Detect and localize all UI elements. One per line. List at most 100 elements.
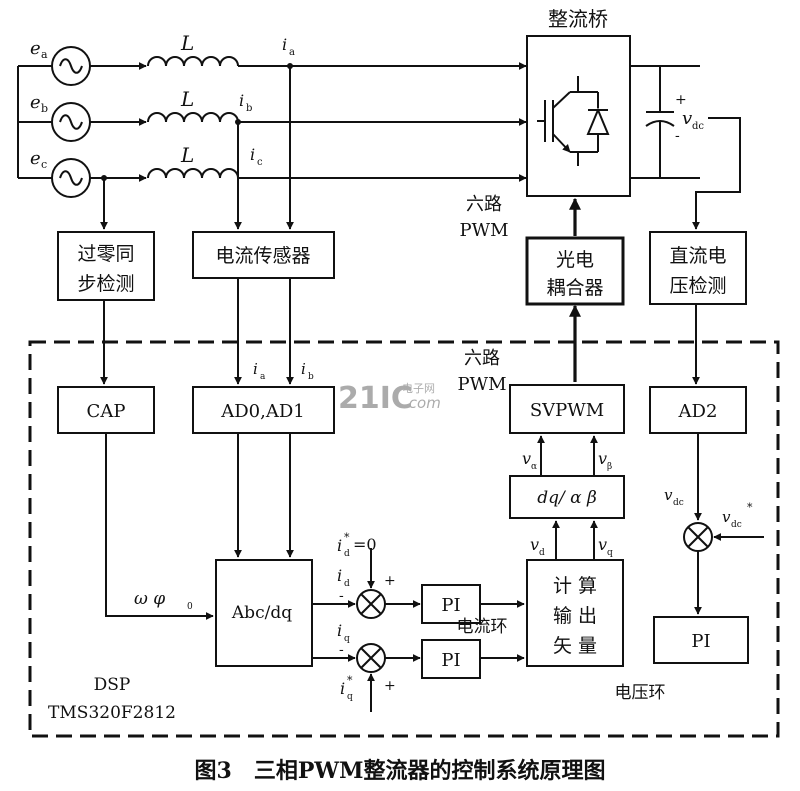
inductor-b-label: L	[180, 87, 194, 111]
adc01-block	[192, 386, 335, 434]
inductor-b	[147, 112, 239, 123]
dc-capacitor-icon	[645, 66, 675, 178]
dsp-ia-label: i	[253, 360, 258, 378]
figure-caption: 图3 三相PWM整流器的控制系统原理图	[195, 758, 606, 784]
svg-text:耦合器: 耦合器	[546, 277, 603, 299]
svg-text:21IC: 21IC	[338, 381, 413, 416]
pi-q-block	[421, 639, 481, 679]
rectifier-bridge	[526, 35, 631, 197]
ea-label: e	[30, 38, 41, 59]
inductor-c-label: L	[180, 143, 194, 167]
current-loop-label: 电流环	[457, 617, 508, 637]
watermark-logo: 21IC 电子网 .com	[338, 381, 441, 416]
source-ec: e c	[18, 148, 91, 198]
svg-text:c: c	[41, 158, 47, 171]
vq-label: v	[598, 535, 607, 554]
inductor-c	[147, 168, 239, 179]
ad2-block	[649, 386, 747, 434]
sum-junction-v	[683, 522, 713, 552]
svg-text:PWM: PWM	[457, 374, 506, 395]
cap-block	[57, 386, 155, 434]
dq-to-alphabeta-block	[509, 475, 625, 519]
ec-label: e	[30, 148, 41, 169]
svg-text:步检测: 步检测	[77, 273, 134, 295]
svg-text:SVPWM: SVPWM	[530, 400, 604, 421]
svg-text:a: a	[41, 48, 48, 61]
iq-fb-label: i	[337, 621, 342, 640]
svg-text:+: +	[384, 573, 396, 589]
svg-text:电子网: 电子网	[402, 382, 435, 395]
igbt-icon	[537, 76, 610, 166]
abc-to-dq-block	[215, 559, 313, 667]
pi-d-block	[421, 584, 481, 624]
svg-text:d: d	[539, 548, 545, 558]
svg-text:dc: dc	[692, 121, 704, 132]
svg-text:q: q	[607, 548, 613, 558]
optocoupler-block	[525, 236, 625, 306]
dsp-label: DSP	[94, 675, 131, 695]
pi-v-block	[653, 616, 749, 664]
svg-text:dc: dc	[673, 498, 684, 508]
svg-text:输 出: 输 出	[553, 605, 597, 627]
svg-text:-: -	[339, 588, 344, 604]
svg-text:光电: 光电	[556, 249, 594, 271]
rectifier-title: 整流桥	[548, 7, 608, 31]
svg-text:d: d	[344, 549, 350, 559]
svg-text:β: β	[607, 462, 612, 472]
svg-text:q: q	[347, 692, 353, 702]
svg-text:q: q	[344, 634, 350, 644]
svg-text:矢 量: 矢 量	[553, 635, 597, 657]
current-ic-label: i	[250, 145, 255, 164]
svg-text:*: *	[347, 674, 353, 687]
svg-text:d: d	[344, 579, 350, 589]
svpwm-block	[509, 384, 625, 434]
svg-text:PI: PI	[691, 631, 710, 652]
iq-ref-label: i	[340, 679, 345, 698]
calc-output-vector-block	[526, 559, 624, 667]
svg-text:b: b	[246, 103, 252, 114]
zero-cross-sync-block	[57, 231, 155, 301]
sum-junction-q	[356, 643, 386, 673]
svg-text:过零同: 过零同	[77, 243, 134, 265]
svg-text:0: 0	[187, 602, 193, 612]
svg-text:PWM: PWM	[459, 220, 508, 241]
svg-text:b: b	[308, 372, 314, 382]
inductor-a	[147, 56, 239, 67]
source-ea: e a	[18, 38, 91, 86]
vdc-plus: +	[675, 92, 687, 108]
cap-to-abcdq	[105, 433, 214, 620]
svg-text:AD0,AD1: AD0,AD1	[220, 401, 305, 422]
svg-text:*: *	[344, 531, 350, 544]
svg-text:α: α	[531, 462, 537, 472]
svg-text:电流传感器: 电流传感器	[215, 245, 310, 267]
omega-phi-label: ω φ	[134, 589, 165, 609]
valpha-label: v	[522, 449, 531, 468]
dc-voltage-detect-block	[649, 231, 747, 305]
vdc-fb-label: v	[664, 486, 673, 504]
current-ib-label: i	[239, 91, 244, 110]
id-fb-label: i	[337, 566, 342, 585]
voltage-loop-label: 电压环	[615, 683, 666, 703]
six-pwm-mid-label: 六路	[464, 348, 500, 369]
vdc-minus: -	[675, 128, 680, 144]
svg-text:PI: PI	[441, 650, 460, 671]
svg-text:Abc/dq: Abc/dq	[231, 603, 292, 623]
svg-text:AD2: AD2	[678, 401, 718, 422]
svg-text:+: +	[384, 678, 396, 694]
six-pwm-top-label: 六路	[466, 194, 502, 215]
svg-text:a: a	[260, 372, 266, 382]
svg-text:c: c	[257, 157, 263, 168]
svg-text:dq/ α β: dq/ α β	[537, 488, 597, 508]
sum-junction-d	[356, 589, 386, 619]
eb-label: e	[30, 92, 41, 113]
svg-text:压检测: 压检测	[669, 275, 726, 297]
svg-text:CAP: CAP	[87, 401, 126, 422]
current-sensor-block	[192, 231, 335, 279]
svg-text:=0: =0	[353, 535, 377, 554]
current-ia-label: i	[282, 35, 287, 54]
dsp-model-label: TMS320F2812	[48, 703, 176, 723]
svg-text:PI: PI	[441, 595, 460, 616]
vbeta-label: v	[598, 449, 607, 468]
vd-label: v	[530, 535, 539, 554]
